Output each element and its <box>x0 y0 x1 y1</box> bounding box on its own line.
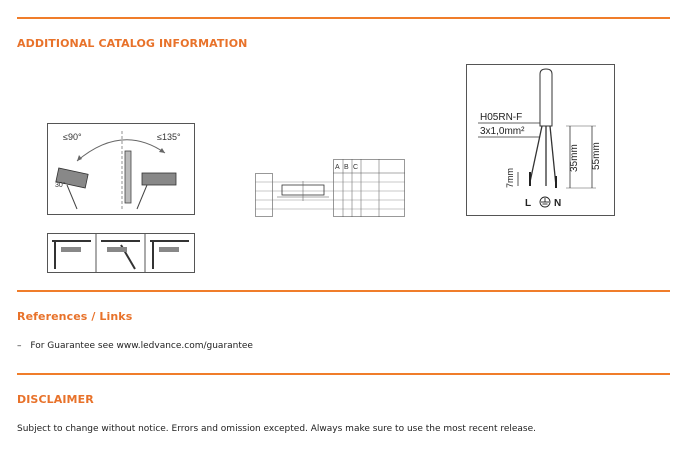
angle-left-label: ≤90° <box>63 132 82 142</box>
terminal-l-label: L <box>525 198 531 209</box>
angle-small-label: 30° <box>55 181 66 189</box>
cable-type-label: H05RN-F <box>480 112 522 123</box>
cable-spec-label: 3x1,0mm² <box>480 126 525 137</box>
dimension-table-figure: A B C <box>255 159 405 217</box>
dim-mid-label: 35mm <box>569 144 580 172</box>
dim-long-label: 55mm <box>591 142 602 170</box>
wall-mount-figure <box>47 233 195 273</box>
guarantee-link-text[interactable]: For Guarantee see www.ledvance.com/guara… <box>30 341 253 351</box>
dim-short-label: 7mm <box>505 168 515 188</box>
table-col-b: B <box>344 164 349 171</box>
reference-item: – For Guarantee see www.ledvance.com/gua… <box>17 341 253 351</box>
catalog-heading: ADDITIONAL CATALOG INFORMATION <box>17 37 248 50</box>
cable-connection-figure: H05RN-F 3x1,0mm² 35mm 55mm 7mm L N <box>466 64 615 216</box>
angle-right-label: ≤135° <box>157 132 181 142</box>
table-col-a: A <box>335 164 340 171</box>
references-heading: References / Links <box>17 310 133 323</box>
disclaimer-divider <box>17 373 670 375</box>
reference-bullet: – <box>17 341 22 351</box>
ground-icon <box>539 196 551 208</box>
disclaimer-text: Subject to change without notice. Errors… <box>17 424 537 434</box>
terminal-n-label: N <box>554 198 561 209</box>
top-divider <box>17 17 670 19</box>
table-col-c: C <box>353 164 358 171</box>
references-divider <box>17 290 670 292</box>
disclaimer-heading: DISCLAIMER <box>17 393 94 406</box>
mounting-angle-figure: ≤90° ≤135° 30° <box>47 123 195 215</box>
